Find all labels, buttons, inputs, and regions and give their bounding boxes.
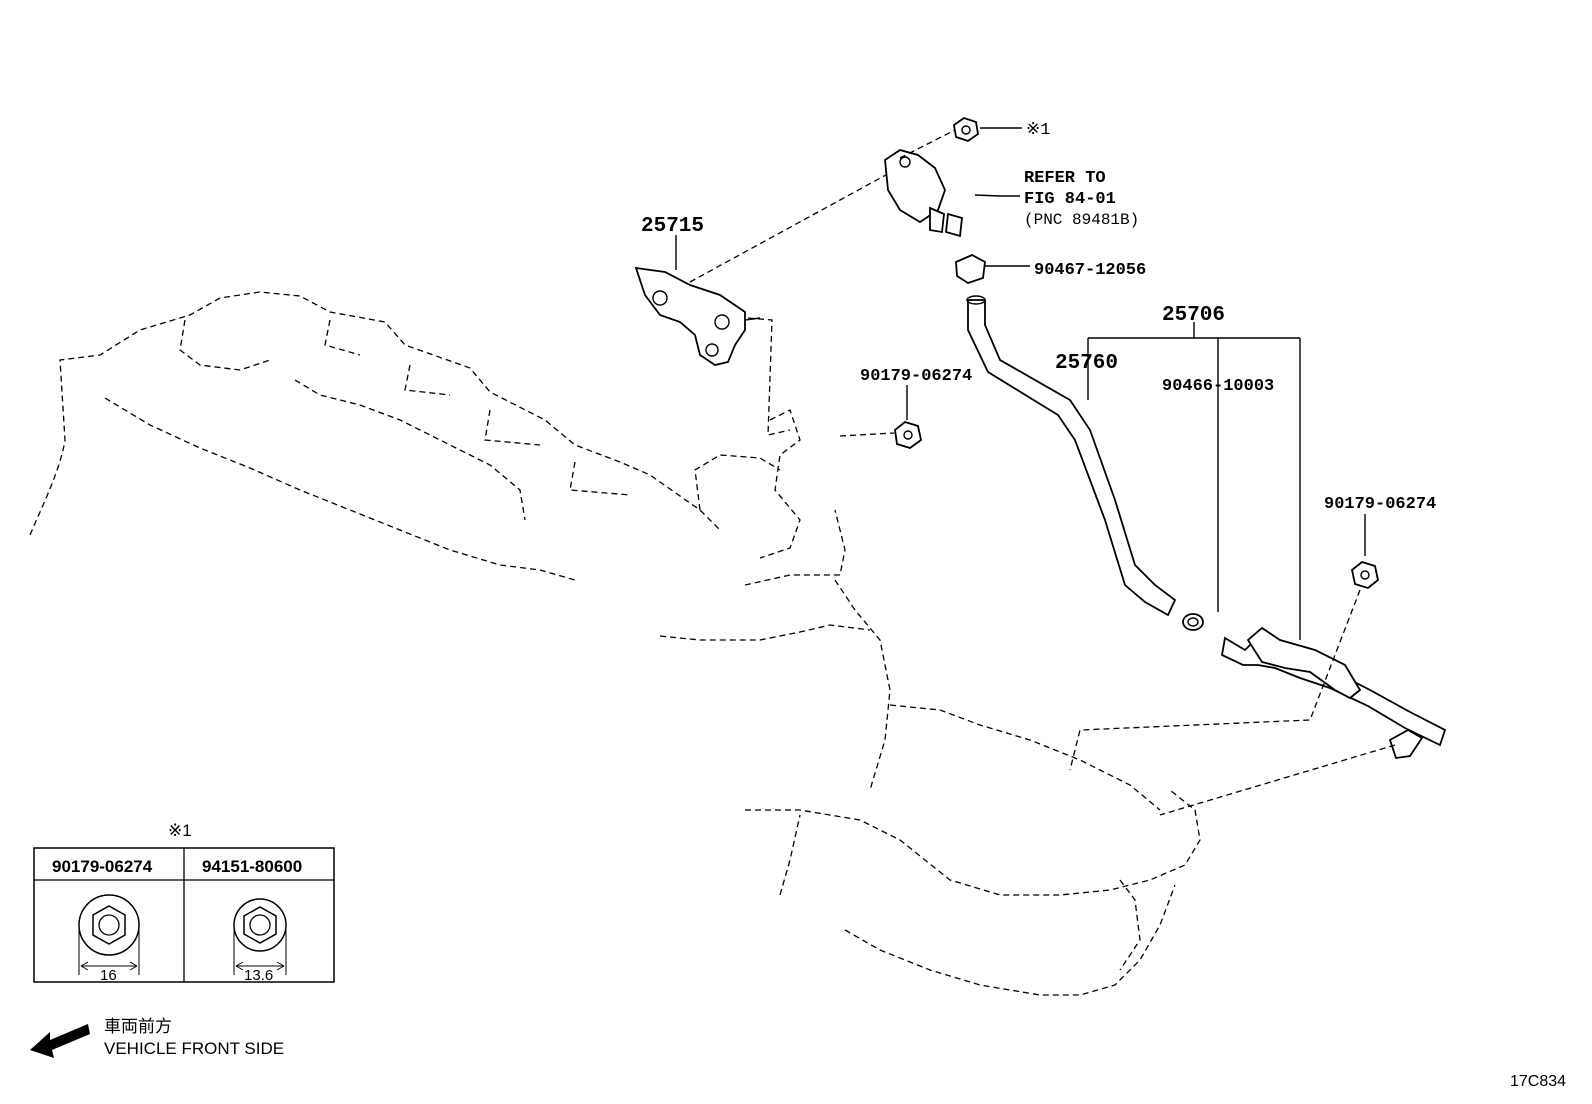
vehicle-front-indicator: 車両前方 VEHICLE FRONT SIDE	[30, 1017, 284, 1058]
label-refer-line2: FIG 84-01	[1024, 190, 1116, 209]
legend-col1-header: 90179-06274	[52, 857, 153, 876]
hose-25760	[966, 295, 1177, 617]
leader-bracket-engine	[747, 317, 791, 436]
diagram-id: 17C834	[1510, 1073, 1566, 1090]
legend-mark: ※1	[168, 821, 192, 840]
label-refer-line1: REFER TO	[1024, 169, 1106, 188]
leader-nut-right-engine	[1069, 589, 1361, 771]
legend-table: ※1 90179-06274 94151-80600 16 13.6	[33, 821, 335, 984]
clamp-90466	[1182, 613, 1204, 631]
nut-right	[1351, 560, 1379, 590]
label-90467: 90467-12056	[1034, 261, 1146, 280]
bracket-25715	[634, 266, 761, 366]
legend-col1-dim: 16	[100, 967, 117, 984]
direction-label-en: VEHICLE FRONT SIDE	[104, 1039, 284, 1058]
leader-sensor-nut	[899, 129, 956, 159]
label-refer-line3: (PNC 89481B)	[1024, 211, 1139, 229]
pressure-sensor	[884, 149, 963, 238]
label-90179-right: 90179-06274	[1324, 495, 1436, 514]
label-90466: 90466-10003	[1162, 377, 1274, 396]
legend-col2-header: 94151-80600	[202, 857, 302, 876]
label-25715: 25715	[641, 215, 704, 238]
leader-refer	[974, 194, 1020, 197]
label-note-mark-top: ※1	[1026, 121, 1050, 140]
nut-16-icon	[78, 894, 140, 975]
pipe-25706	[1220, 626, 1447, 759]
nut-13-6-icon	[233, 898, 287, 975]
nut-mid	[894, 420, 923, 449]
arrow-left-icon	[30, 1024, 90, 1058]
label-25760: 25760	[1055, 352, 1118, 375]
label-25706: 25706	[1162, 304, 1225, 327]
engine-outline	[29, 291, 1201, 996]
nut-top	[953, 117, 979, 142]
clip-90467	[955, 253, 1030, 284]
leader-pipe-engine	[1159, 744, 1396, 816]
leader-nut-mid	[839, 432, 895, 437]
group-bracket-25706	[1087, 322, 1301, 640]
legend-col2-dim: 13.6	[244, 967, 273, 984]
direction-label-jp: 車両前方	[104, 1017, 172, 1036]
label-90179-mid: 90179-06274	[860, 367, 972, 386]
leader-bracket-sensor	[689, 169, 896, 283]
